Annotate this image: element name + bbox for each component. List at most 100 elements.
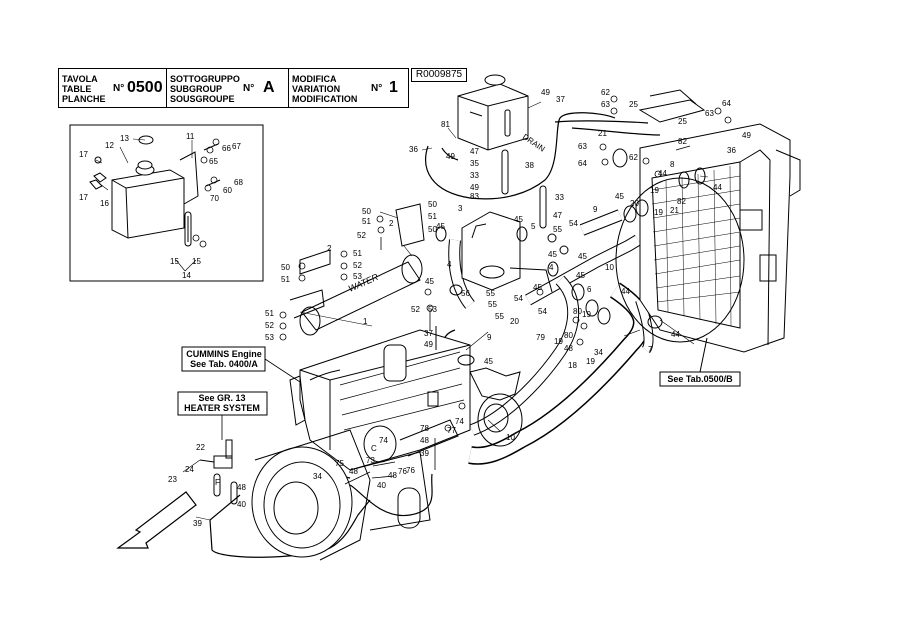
callout: 67 xyxy=(232,142,241,151)
callout: 10 xyxy=(605,263,614,272)
callout: 80 xyxy=(573,307,582,316)
callout: 75 xyxy=(335,459,344,468)
callout: 73 xyxy=(366,456,375,465)
see-tab-note: See Tab.0500/B xyxy=(667,374,733,384)
callout: 55 xyxy=(486,289,495,298)
c-marking: C xyxy=(371,444,377,453)
callout: 47 xyxy=(470,147,479,156)
callout: 45 xyxy=(578,252,587,261)
callout: 22 xyxy=(196,443,205,452)
cummins-note-leader xyxy=(264,358,301,383)
callout: 45 xyxy=(425,277,434,286)
callout: 35 xyxy=(470,159,479,168)
callout: 17 xyxy=(79,150,88,159)
f-marking: F xyxy=(215,478,220,487)
callout: 48 xyxy=(349,467,358,476)
callout: 2 xyxy=(389,219,394,228)
callout: 33 xyxy=(470,171,479,180)
callout: 52 xyxy=(357,231,366,240)
callout: 37 xyxy=(424,329,433,338)
cummins-note-box xyxy=(181,346,266,372)
callout: 40 xyxy=(237,500,246,509)
callout: 36 xyxy=(727,146,736,155)
inset-frame xyxy=(69,124,264,282)
table-label-it: TAVOLA xyxy=(62,74,98,84)
callout: 20 xyxy=(630,199,639,208)
callout: 56 xyxy=(461,289,470,298)
drain-marking: DRAIN xyxy=(521,132,547,154)
callout: 50 xyxy=(428,200,437,209)
callout: 74 xyxy=(455,417,464,426)
expansion-tank xyxy=(457,74,529,151)
callout: 47 xyxy=(553,211,562,220)
callout: 68 xyxy=(234,178,243,187)
callout: 34 xyxy=(313,472,322,481)
table-cell: TAVOLA TABLE PLANCHE N° 0500 xyxy=(59,69,166,107)
callout: 76 xyxy=(406,466,415,475)
callouts-tank: 49 37 81 49 36 47 35 33 49 83 38 33 xyxy=(409,88,565,202)
callout: 17 xyxy=(79,193,88,202)
callout: 37 xyxy=(556,95,565,104)
callout: 53 xyxy=(353,272,362,281)
callout: 63 xyxy=(601,100,610,109)
heater-note-box xyxy=(177,391,268,416)
modification-no-label: N° xyxy=(371,83,383,94)
callout: 45 xyxy=(484,357,493,366)
callout: 82 xyxy=(677,197,686,206)
callout: 54 xyxy=(569,219,578,228)
callout: 55 xyxy=(553,225,562,234)
callout: 25 xyxy=(629,100,638,109)
table-number: 0500 xyxy=(127,79,163,96)
callout: 38 xyxy=(525,161,534,170)
callout: 83 xyxy=(470,192,479,201)
callout: 64 xyxy=(722,99,731,108)
callout: 62 xyxy=(629,153,638,162)
callout: 1 xyxy=(363,317,368,326)
subgroup-cell: SOTTOGRUPPO SUBGROUP SOUSGROUPE N° A xyxy=(166,69,288,107)
heater-valve xyxy=(199,439,238,505)
callouts-right: 62 63 25 64 63 21 25 49 63 62 36 64 82 8… xyxy=(495,88,751,370)
callout: 54 xyxy=(514,294,523,303)
callout: 45 xyxy=(615,192,624,201)
callout: 52 xyxy=(411,305,420,314)
subgroup-label-en: SUBGROUP xyxy=(170,84,223,94)
callout: 39 xyxy=(420,449,429,458)
drain-hose-short xyxy=(501,149,509,195)
callouts-inset: 13 11 12 17 66 67 65 68 60 70 16 17 15 1… xyxy=(79,132,243,280)
callout: 80 xyxy=(564,331,573,340)
callout: 74 xyxy=(379,436,388,445)
callout: 50 xyxy=(362,207,371,216)
callout: 15 xyxy=(170,257,179,266)
callout: 6 xyxy=(587,285,592,294)
callout: 14 xyxy=(182,271,191,280)
callout: 52 xyxy=(353,261,362,270)
leader-lines xyxy=(95,101,709,521)
modification-cell: MODIFICA VARIATION MODIFICATION N° 1 xyxy=(288,69,408,107)
callout: 33 xyxy=(555,193,564,202)
callout: 19 xyxy=(654,208,663,217)
callout: 53 xyxy=(428,305,437,314)
callout: 44 xyxy=(713,183,722,192)
callout: 49 xyxy=(742,131,751,140)
callout: 3 xyxy=(458,204,463,213)
callout: 5 xyxy=(531,222,536,231)
callout: 11 xyxy=(186,132,195,141)
callout: 9 xyxy=(593,205,598,214)
callouts-center: 50 51 50 51 52 50 2 3 45 45 5 47 54 55 2… xyxy=(265,200,578,366)
hose-clamps xyxy=(435,148,706,366)
callout: 70 xyxy=(210,194,219,203)
callout: 55 xyxy=(488,300,497,309)
subgroup-label-it: SOTTOGRUPPO xyxy=(170,74,240,84)
subgroup-label-fr: SOUSGROUPE xyxy=(170,94,235,104)
callout: 36 xyxy=(409,145,418,154)
callout: 45 xyxy=(576,271,585,280)
callout: 64 xyxy=(578,159,587,168)
callout: 19 xyxy=(582,310,591,319)
direction-arrow xyxy=(116,491,197,549)
modification-label-fr: MODIFICATION xyxy=(292,94,358,104)
callout: 21 xyxy=(598,129,607,138)
callout: 45 xyxy=(533,283,542,292)
callout: 66 xyxy=(222,144,231,153)
callout: 52 xyxy=(265,321,274,330)
callout: 65 xyxy=(209,157,218,166)
